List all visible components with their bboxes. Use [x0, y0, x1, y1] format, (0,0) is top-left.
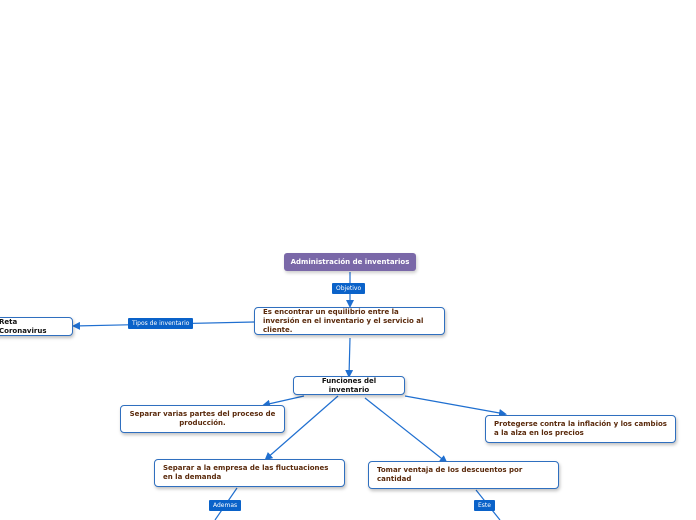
root-topic[interactable]: Administración de inventarios — [284, 253, 416, 271]
label-este: Este — [474, 500, 495, 511]
label-ademas: Ademas — [209, 500, 242, 511]
label-objetivo: Objetivo — [332, 283, 366, 294]
node-separar-empresa[interactable]: Separar a la empresa de las fluctuacione… — [154, 459, 345, 487]
edge-funciones-protegerse — [404, 395, 507, 417]
edge-funciones-tomar-ventaja — [364, 397, 448, 464]
node-funciones-del-inventario[interactable]: Funciones del inventario — [293, 376, 405, 395]
edge-funciones-separar-empresa — [264, 395, 339, 461]
edge-objetivo-funciones — [345, 337, 354, 378]
node-objetivo[interactable]: Es encontrar un equilibrio entre la inve… — [254, 307, 445, 335]
root-topic-label: Administración de inventarios — [290, 258, 410, 266]
edge-funciones-separar-partes — [262, 395, 305, 408]
node-protegerse[interactable]: Protegerse contra la inflación y los cam… — [485, 415, 676, 443]
label-tipos-de-inventario: Tipos de inventario — [128, 318, 194, 329]
node-coronavirus[interactable]: Reta Coronavirus — [0, 317, 73, 336]
node-separar-partes[interactable]: Separar varias partes del proceso de pro… — [120, 405, 285, 433]
node-tomar-ventaja[interactable]: Tomar ventaja de los descuentos por cant… — [368, 461, 559, 489]
